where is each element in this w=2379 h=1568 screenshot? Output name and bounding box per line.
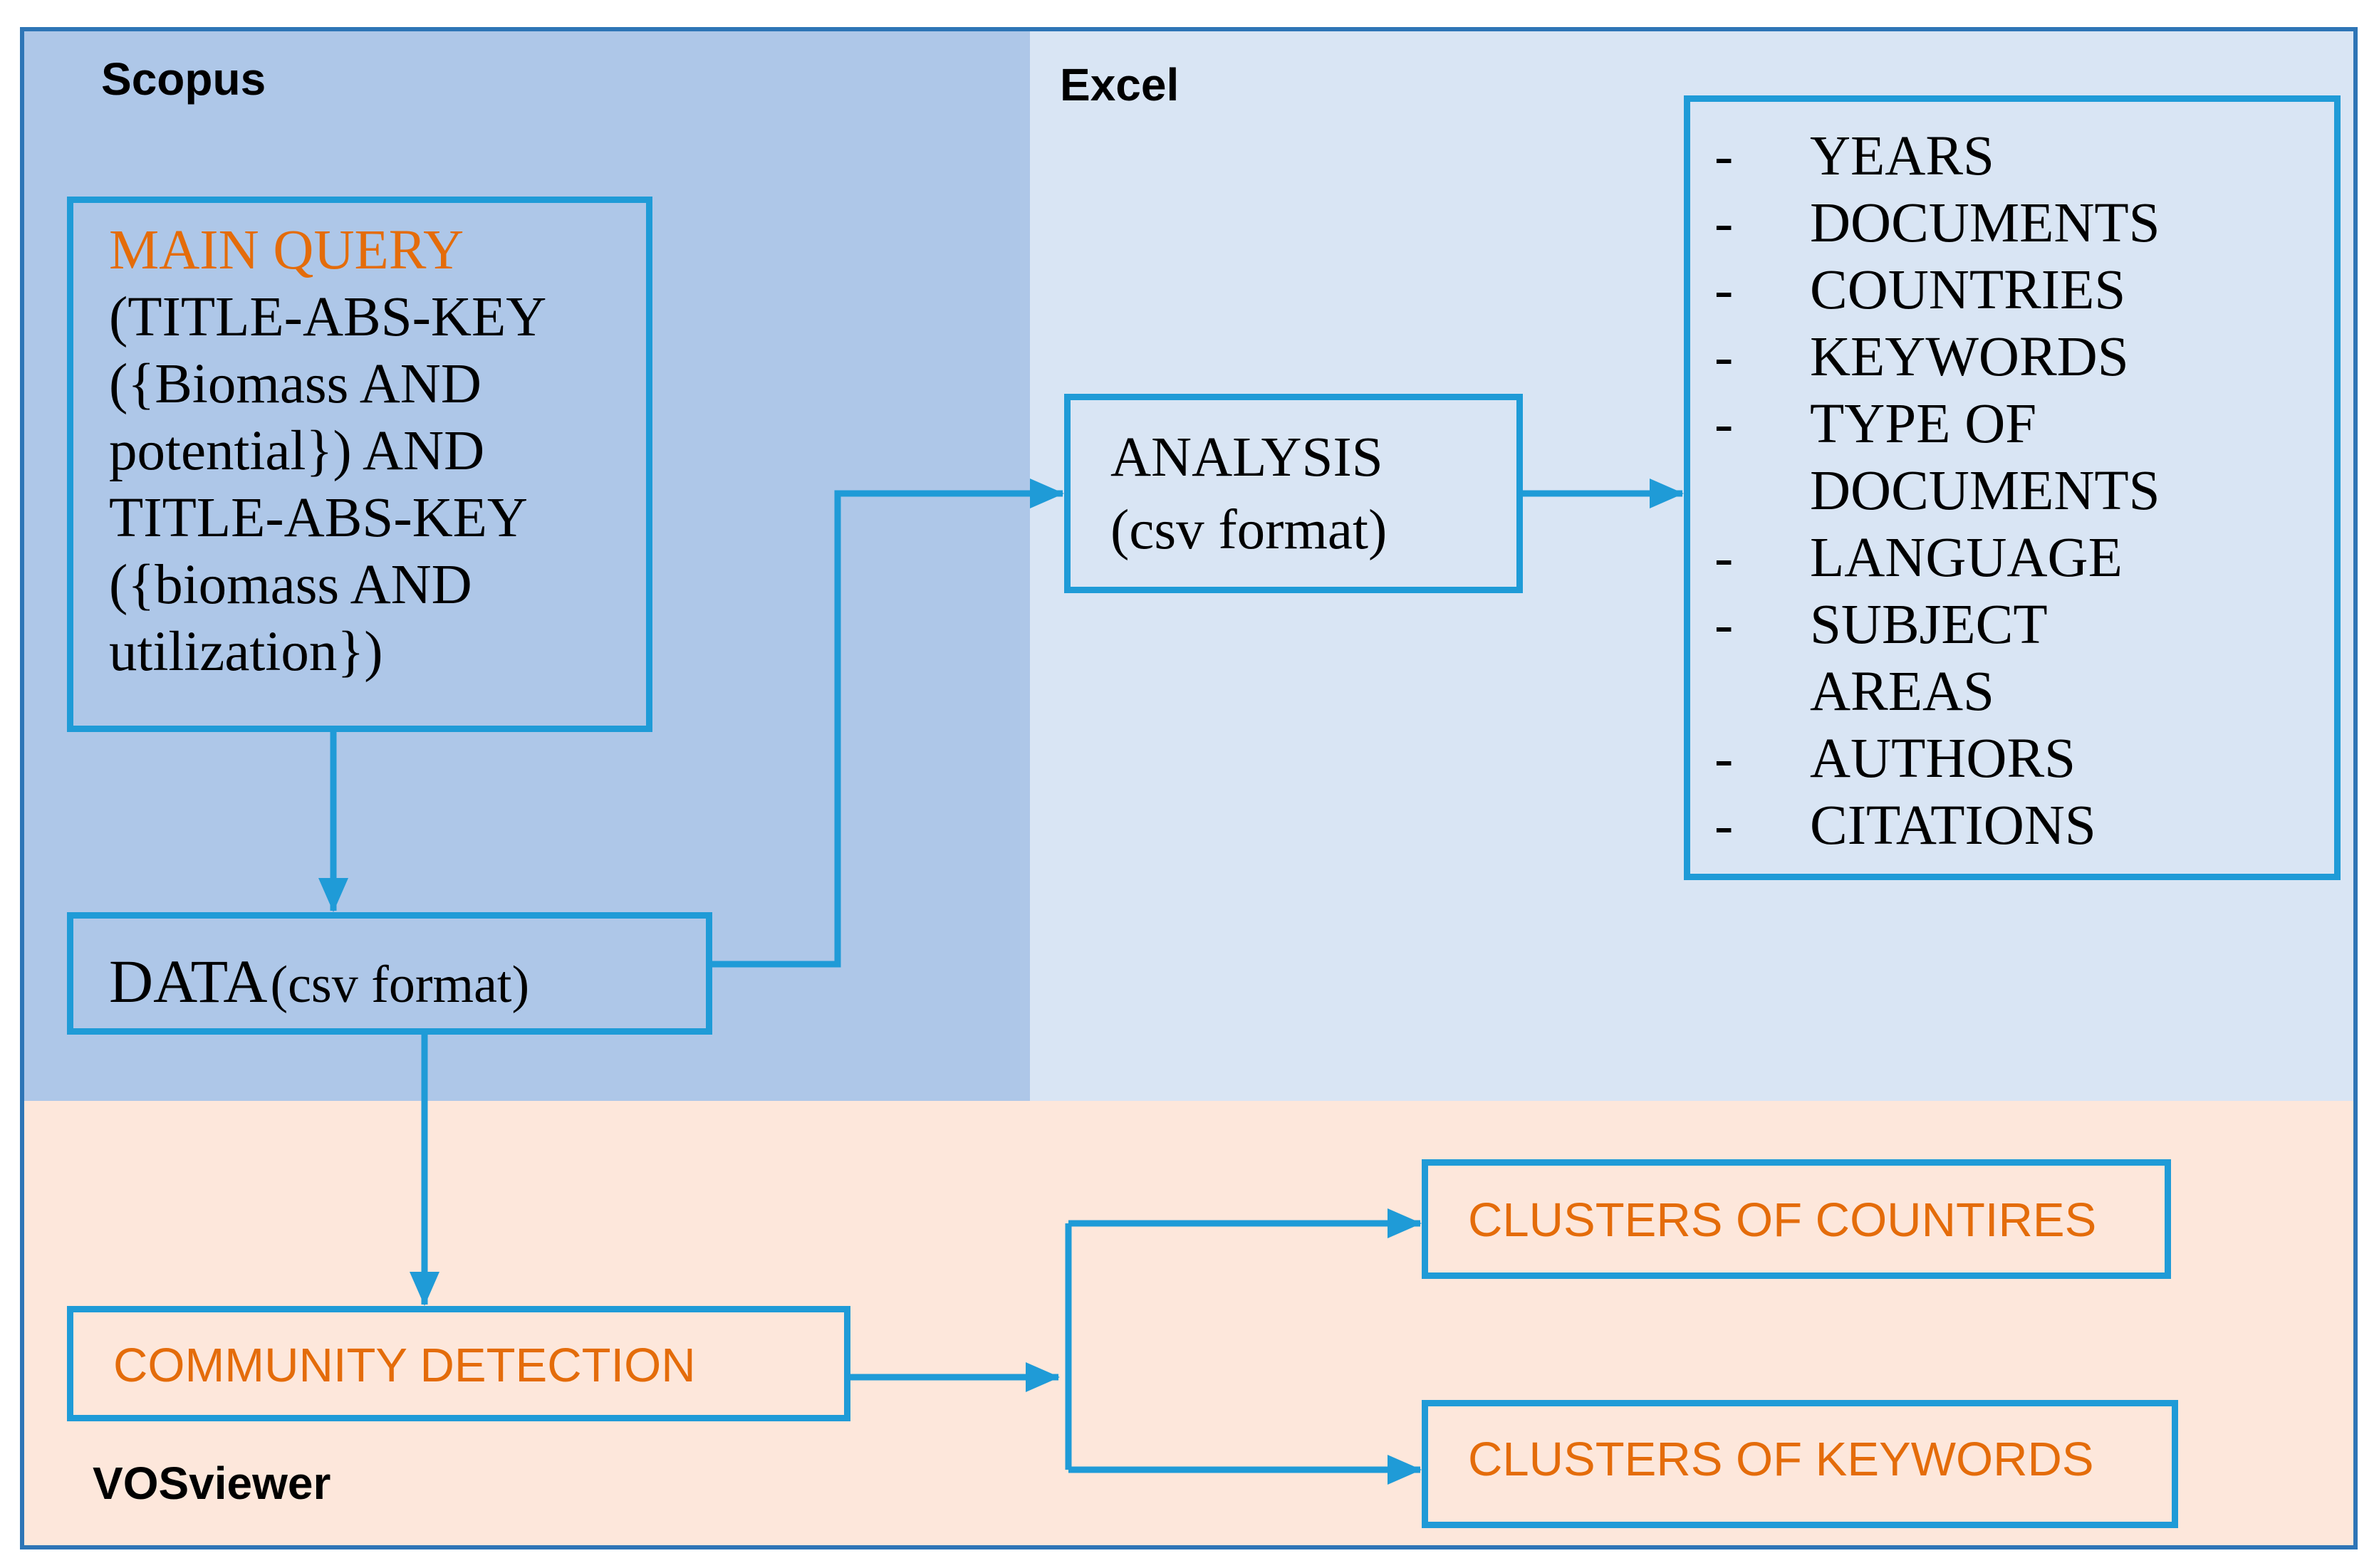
main-query-box: MAIN QUERY (TITLE-ABS-KEY ({Biomass AND … xyxy=(67,197,652,732)
list-item: -KEYWORDS xyxy=(1714,326,2129,388)
data-format: (csv format) xyxy=(270,956,530,1014)
analysis-items-list: -YEARS -DOCUMENTS -COUNTRIES -KEYWORDS -… xyxy=(1714,123,2160,859)
clusters-keywords-box: CLUSTERS OF KEYWORDS xyxy=(1422,1400,2178,1528)
list-item: -CITATIONS xyxy=(1714,795,2096,857)
list-item: -LANGUAGE xyxy=(1714,527,2123,589)
data-box: DATA (csv format) xyxy=(67,912,712,1035)
scopus-label: Scopus xyxy=(101,53,266,105)
clusters-countries-label: CLUSTERS OF COUNTIRES xyxy=(1468,1193,2097,1247)
list-item: -COUNTRIES xyxy=(1714,259,2126,321)
community-detection-label: COMMUNITY DETECTION xyxy=(113,1339,696,1392)
diagram-frame: Scopus Excel VOSviewer MAIN QUERY (TITLE… xyxy=(20,27,2358,1549)
analysis-label: ANALYSIS xyxy=(1110,427,1383,488)
main-query-line: (TITLE-ABS-KEY xyxy=(109,286,547,348)
main-query-line: ({biomass AND xyxy=(109,554,472,616)
analysis-format: (csv format) xyxy=(1110,499,1388,561)
main-query-line: utilization}) xyxy=(109,621,383,683)
excel-region xyxy=(1030,31,2353,1101)
list-item: -DOCUMENTS xyxy=(1714,192,2160,254)
excel-label: Excel xyxy=(1060,59,1180,110)
main-query-line: TITLE-ABS-KEY xyxy=(109,487,528,549)
analysis-items-box: -YEARS -DOCUMENTS -COUNTRIES -KEYWORDS -… xyxy=(1684,95,2341,880)
main-query-heading: MAIN QUERY xyxy=(109,219,464,281)
arrow-data-to-analysis xyxy=(712,479,1064,968)
connector-arrows xyxy=(318,479,1684,1485)
list-item: -YEARS xyxy=(1714,125,1994,187)
arrow-split-to-countries xyxy=(1065,1223,1420,1470)
data-label: DATA xyxy=(109,947,268,1015)
main-query-line: ({Biomass AND xyxy=(109,353,481,415)
list-item: -AUTHORS xyxy=(1714,728,2076,790)
analysis-box: ANALYSIS (csv format) xyxy=(1064,394,1523,593)
vosviewer-label: VOSviewer xyxy=(93,1458,331,1509)
scopus-region xyxy=(24,31,1030,1101)
community-detection-box: COMMUNITY DETECTION xyxy=(67,1306,850,1421)
clusters-keywords-label: CLUSTERS OF KEYWORDS xyxy=(1468,1433,2094,1486)
clusters-countries-box: CLUSTERS OF COUNTIRES xyxy=(1422,1159,2171,1279)
main-query-line: potential}) AND xyxy=(109,420,485,482)
